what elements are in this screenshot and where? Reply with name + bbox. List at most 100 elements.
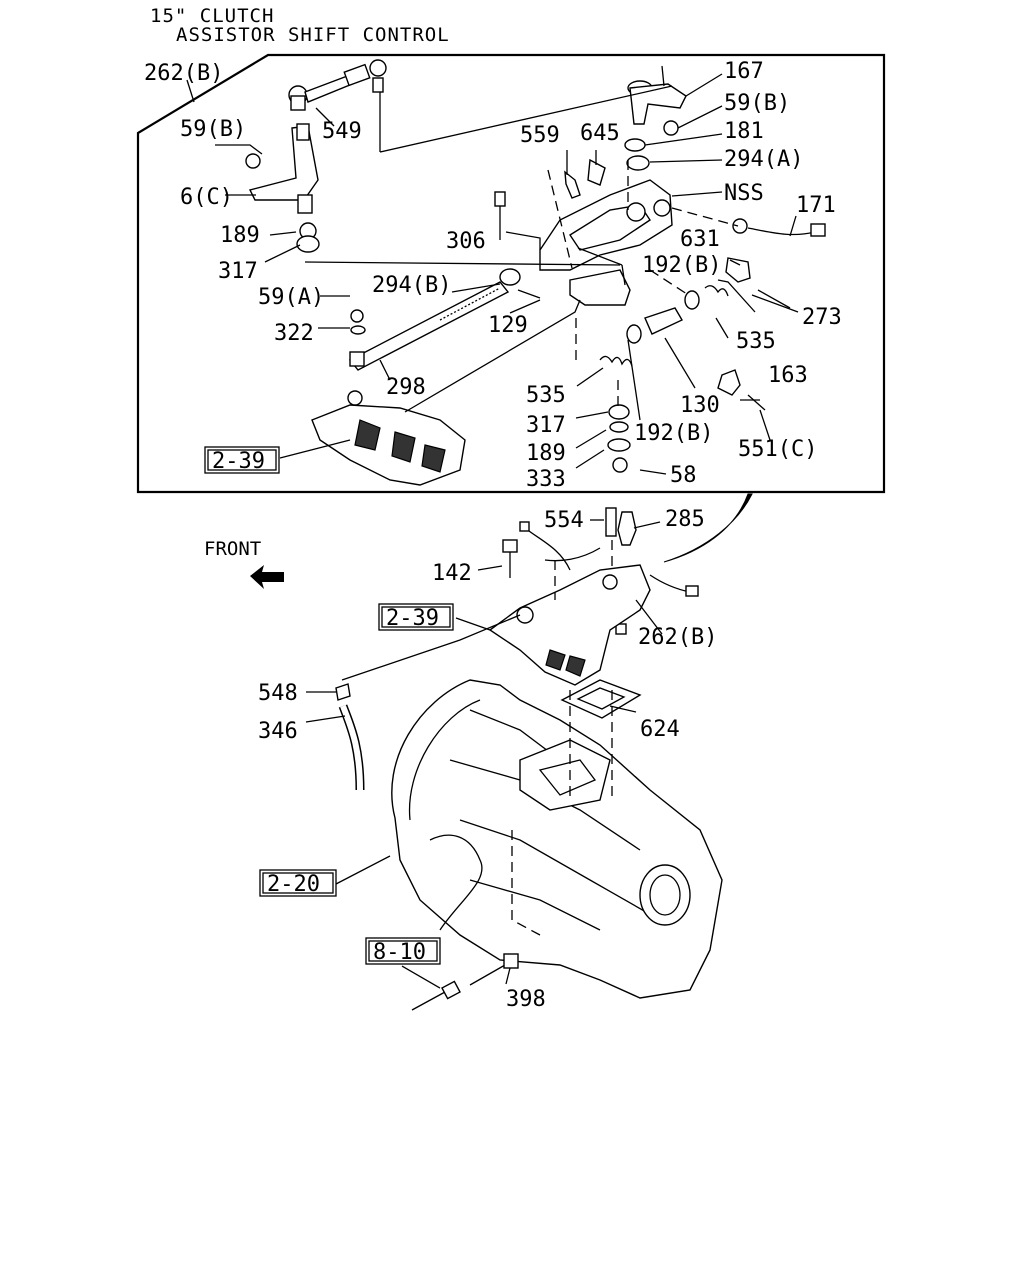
callout-535-right: 535: [736, 329, 776, 354]
nut-58: [612, 457, 628, 473]
washer-192b-top: [684, 290, 700, 310]
nut-59a: [350, 309, 364, 323]
switch-554: [605, 507, 617, 537]
lever-167: [627, 80, 687, 125]
nut-59b-right: [663, 120, 679, 136]
sensor-171: [732, 218, 826, 237]
callout-189-bottom: 189: [526, 441, 566, 466]
callout-554: 554: [544, 508, 584, 533]
callout-167: 167: [724, 59, 764, 84]
sensor-398-stem: [469, 964, 506, 986]
pin-130: [644, 307, 683, 335]
bolt-142-head: [502, 539, 518, 553]
callout-142: 142: [432, 561, 472, 586]
callout-306: 306: [446, 229, 486, 254]
callout-298: 298: [386, 375, 426, 400]
ref-label-2-39-top: 2-39: [212, 449, 265, 474]
switch-285: [617, 511, 637, 546]
callout-551c: 551(C): [738, 437, 817, 462]
lever-163: [717, 369, 741, 396]
ref-box-2-20[interactable]: 2-20: [259, 869, 337, 897]
detail-frame: [136, 53, 886, 494]
callout-322: 322: [274, 321, 314, 346]
callout-559: 559: [520, 123, 560, 148]
title-line-1: 15" CLUTCH: [150, 5, 274, 27]
cover-624: [560, 679, 642, 719]
shaft-298: [348, 281, 510, 371]
ref-box-8-10[interactable]: 8-10: [365, 937, 441, 965]
leader-lines-top: [186, 65, 799, 475]
ref-box-2-39-mid[interactable]: 2-39: [378, 603, 454, 631]
callout-6c: 6(C): [180, 185, 233, 210]
pin-129: [517, 289, 541, 299]
bolt-8-10-head: [441, 980, 461, 1000]
bushing-317-top: [296, 235, 320, 253]
title-line-2: ASSISTOR SHIFT CONTROL: [176, 24, 450, 46]
lever-6c: [248, 123, 319, 214]
bolt-8-10: [411, 991, 446, 1011]
seal-294b: [499, 268, 521, 286]
callout-645: 645: [580, 121, 620, 146]
callout-58: 58: [670, 463, 697, 488]
switch-645: [587, 158, 606, 186]
linkage-rod-549: [288, 59, 387, 111]
callout-171: 171: [796, 193, 836, 218]
washer-181: [624, 138, 646, 152]
spring-535-center: [599, 355, 633, 367]
callout-346: 346: [258, 719, 298, 744]
pin-273: [757, 289, 791, 309]
callout-59a: 59(A): [258, 285, 324, 310]
callout-129: 129: [488, 313, 528, 338]
bolt-306-head: [494, 191, 506, 207]
ref-label-8-10: 8-10: [373, 940, 426, 965]
washer-333: [607, 438, 631, 452]
ref-label-2-39-mid: 2-39: [386, 606, 439, 631]
callout-294b: 294(B): [372, 273, 451, 298]
front-arrow-icon: [250, 565, 284, 589]
callout-333: 333: [526, 467, 566, 492]
callout-262b-top: 262(B): [144, 61, 223, 86]
callout-130: 130: [680, 393, 720, 418]
leader-lines-lower: [305, 519, 663, 989]
washer-192b-mid: [626, 324, 642, 344]
callout-294a: 294(A): [724, 147, 803, 172]
bushing-317-bottom: [608, 404, 630, 420]
pin-551c: [747, 394, 766, 411]
callout-59b-right: 59(B): [724, 91, 790, 116]
fitting-548: [335, 683, 351, 701]
callout-262b-bottom: 262(B): [638, 625, 717, 650]
callout-nss: NSS: [724, 181, 764, 206]
callout-192b-bottom: 192(B): [634, 421, 713, 446]
callout-317-bottom: 317: [526, 413, 566, 438]
callout-192b-top: 192(B): [642, 253, 721, 278]
callout-317-top: 317: [218, 259, 258, 284]
callout-163: 163: [768, 363, 808, 388]
shift-housing-nss: [539, 179, 673, 306]
shift-unit-lower: [488, 564, 651, 686]
shift-assembly-top: [311, 390, 466, 486]
callout-624: 624: [640, 717, 680, 742]
seal-294a: [626, 155, 650, 171]
callout-273: 273: [802, 305, 842, 330]
nut-59b-left: [245, 153, 261, 169]
o-ring-189-bottom: [609, 421, 629, 433]
callout-535-center: 535: [526, 383, 566, 408]
callout-631: 631: [680, 227, 720, 252]
callout-189-top: 189: [220, 223, 260, 248]
callout-181: 181: [724, 119, 764, 144]
callout-548: 548: [258, 681, 298, 706]
ref-box-2-39-top[interactable]: 2-39: [204, 446, 280, 474]
transmission-case: [391, 679, 723, 999]
callout-59b-left: 59(B): [180, 117, 246, 142]
part-631: [725, 257, 751, 283]
front-label: FRONT: [204, 538, 261, 560]
callout-285: 285: [665, 507, 705, 532]
sensor-398: [503, 953, 519, 969]
ref-label-2-20: 2-20: [267, 872, 320, 897]
spring-535-right: [704, 285, 729, 297]
washer-322: [350, 325, 366, 335]
zoom-arrow: [663, 493, 753, 563]
callout-549: 549: [322, 119, 362, 144]
callout-398: 398: [506, 987, 546, 1012]
